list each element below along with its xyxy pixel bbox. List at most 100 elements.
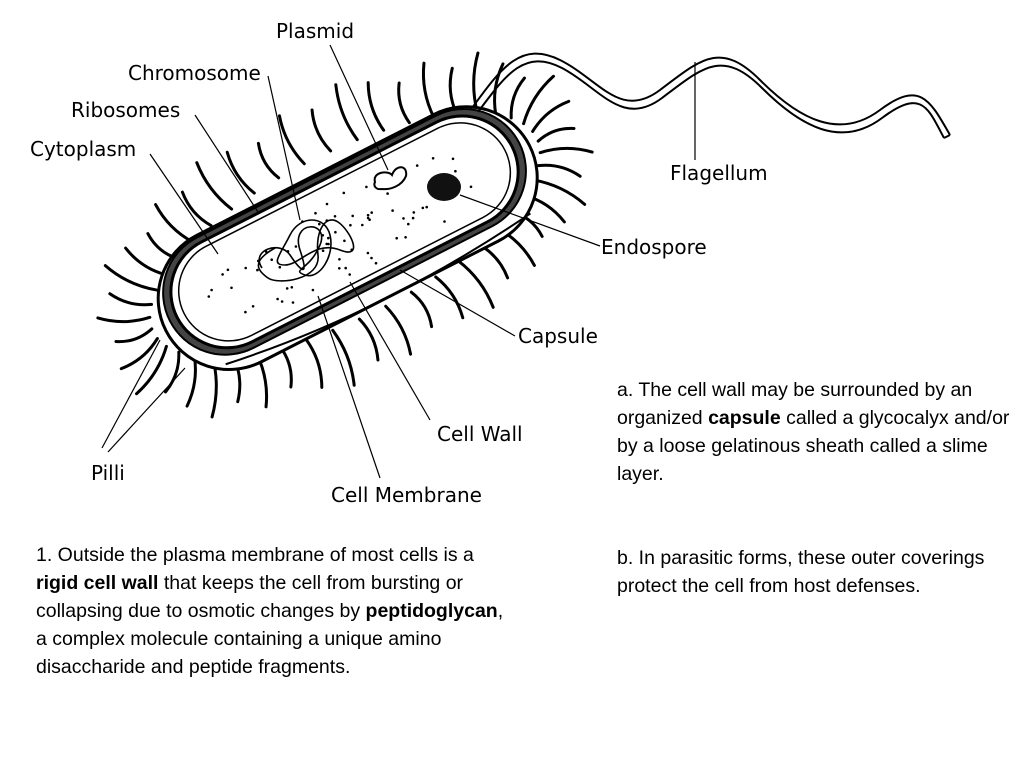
ribosome-dot bbox=[443, 220, 446, 223]
ribosome-dot bbox=[338, 258, 341, 261]
note-1-bold2: peptidoglycan bbox=[365, 600, 498, 622]
ribosome-dot bbox=[411, 216, 415, 220]
ribosome-dot bbox=[366, 251, 370, 255]
label-cell-wall: Cell Wall bbox=[437, 422, 523, 446]
ribosome-dot bbox=[348, 273, 352, 276]
label-capsule: Capsule bbox=[518, 324, 598, 348]
ribosome-dot bbox=[415, 164, 419, 167]
ribosome-dot bbox=[386, 192, 389, 195]
ribosome-dot bbox=[370, 211, 374, 214]
note-a-capsule: a. The cell wall may be surrounded by an… bbox=[617, 376, 1012, 488]
note-1-cell-wall: 1. Outside the plasma membrane of most c… bbox=[36, 541, 506, 681]
ribosome-dot bbox=[407, 222, 410, 226]
ribosome-dot bbox=[333, 215, 337, 218]
ribosome-dot bbox=[391, 209, 394, 212]
note-1-part3: , a complex molecule containing a unique… bbox=[36, 600, 504, 678]
ribosome-dot bbox=[395, 236, 399, 240]
ribosome-dot bbox=[451, 157, 455, 161]
note-a-prefix: a. The cell wall may be surrounded by an… bbox=[617, 379, 973, 429]
ribosome-dot bbox=[294, 245, 298, 248]
pilus-strand bbox=[456, 259, 495, 309]
pilus-strand bbox=[108, 292, 154, 307]
ribosome-dot bbox=[318, 222, 321, 226]
pilus-strand bbox=[536, 163, 582, 178]
pilus-strand bbox=[331, 328, 356, 387]
pilus-strand bbox=[277, 114, 306, 166]
pilus-strand bbox=[357, 317, 380, 362]
label-cytoplasm: Cytoplasm bbox=[30, 137, 136, 161]
ribosome-dot bbox=[412, 211, 416, 214]
chromosome-shape bbox=[257, 219, 355, 282]
ribosome-dot bbox=[210, 288, 213, 292]
ribosome-dot bbox=[311, 288, 315, 292]
ribosome-dot bbox=[361, 223, 364, 227]
pilus-strand bbox=[409, 290, 434, 329]
pilus-strand bbox=[279, 345, 293, 389]
pilus-strand bbox=[397, 81, 411, 125]
leader-lines bbox=[101, 44, 696, 479]
pilus-strand bbox=[366, 81, 386, 132]
pilus-strand bbox=[310, 108, 333, 153]
pilus-strand bbox=[124, 246, 168, 277]
pilus-strand bbox=[185, 354, 197, 408]
ribosome-dot bbox=[404, 236, 407, 239]
ribosome-dot bbox=[325, 242, 329, 246]
pilus-strand bbox=[384, 304, 413, 356]
note-1-part1: 1. Outside the plasma membrane of most c… bbox=[36, 544, 474, 566]
pilus-strand bbox=[114, 327, 154, 344]
ribosome-dot bbox=[270, 258, 274, 262]
ribosome-dot bbox=[327, 236, 330, 240]
note-a-suffix: called a glycocalyx and/or by a loose ge… bbox=[617, 407, 1010, 485]
pilus-strand bbox=[180, 190, 213, 228]
ribosome-dot bbox=[374, 261, 378, 265]
cell-body bbox=[156, 105, 539, 371]
flagellum-shape bbox=[471, 52, 951, 139]
pilus-strand bbox=[434, 275, 465, 320]
pilus-strand bbox=[154, 203, 195, 244]
note-1-bold1: rigid cell wall bbox=[36, 572, 159, 594]
pilus-strand bbox=[96, 315, 152, 324]
ribosome-dot bbox=[343, 239, 346, 243]
pilus-strand bbox=[225, 150, 256, 195]
pilus-strand bbox=[421, 61, 436, 119]
ribosome-dot bbox=[244, 266, 247, 270]
bacterial-cell-diagram: Plasmid Chromosome Ribosomes Cytoplasm F… bbox=[30, 19, 951, 507]
ribosome-dot bbox=[244, 310, 247, 314]
pilus-strand bbox=[164, 350, 181, 394]
pilus-strand bbox=[509, 76, 526, 120]
note-1-part2: that keeps the cell from bursting or col… bbox=[36, 572, 464, 622]
ribosome-dot bbox=[366, 213, 370, 217]
ribosome-dot bbox=[454, 169, 457, 173]
ribosome-dot bbox=[368, 218, 371, 221]
ribosome-dot bbox=[342, 191, 346, 195]
note-b-defenses: b. In parasitic forms, these outer cover… bbox=[617, 544, 1012, 600]
cytoplasm-area bbox=[177, 122, 512, 342]
note-a-bold: capsule bbox=[708, 407, 781, 429]
ribosome-dot bbox=[276, 297, 279, 301]
ribosome-dot bbox=[290, 286, 294, 289]
plasmid-shape bbox=[373, 166, 408, 191]
ribosome-dot bbox=[370, 256, 373, 260]
label-ribosomes: Ribosomes bbox=[71, 98, 180, 122]
ribosome-dot bbox=[325, 202, 329, 206]
ribosome-dot bbox=[351, 214, 355, 218]
ribosome-dot bbox=[230, 286, 233, 290]
pilus-strand bbox=[538, 146, 594, 155]
pilus-strand bbox=[522, 74, 555, 126]
ribosome-dot bbox=[321, 249, 325, 252]
label-pilli: Pilli bbox=[91, 461, 125, 485]
ribosome-dot bbox=[349, 223, 352, 227]
pilus-strand bbox=[536, 126, 576, 143]
label-cell-membrane: Cell Membrane bbox=[331, 483, 482, 507]
ribosome-dot bbox=[425, 205, 429, 209]
ribosome-dot bbox=[280, 300, 284, 303]
ribosome-dot bbox=[314, 211, 317, 215]
label-endospore: Endospore bbox=[601, 235, 707, 259]
ribosome-dot bbox=[278, 265, 282, 269]
ribosome-dot bbox=[207, 295, 211, 298]
label-flagellum: Flagellum bbox=[670, 161, 768, 185]
ribosome-dot bbox=[226, 268, 230, 272]
pilus-strand bbox=[195, 161, 234, 211]
ribosome-dot bbox=[469, 185, 473, 189]
ribosome-dot bbox=[366, 216, 370, 220]
